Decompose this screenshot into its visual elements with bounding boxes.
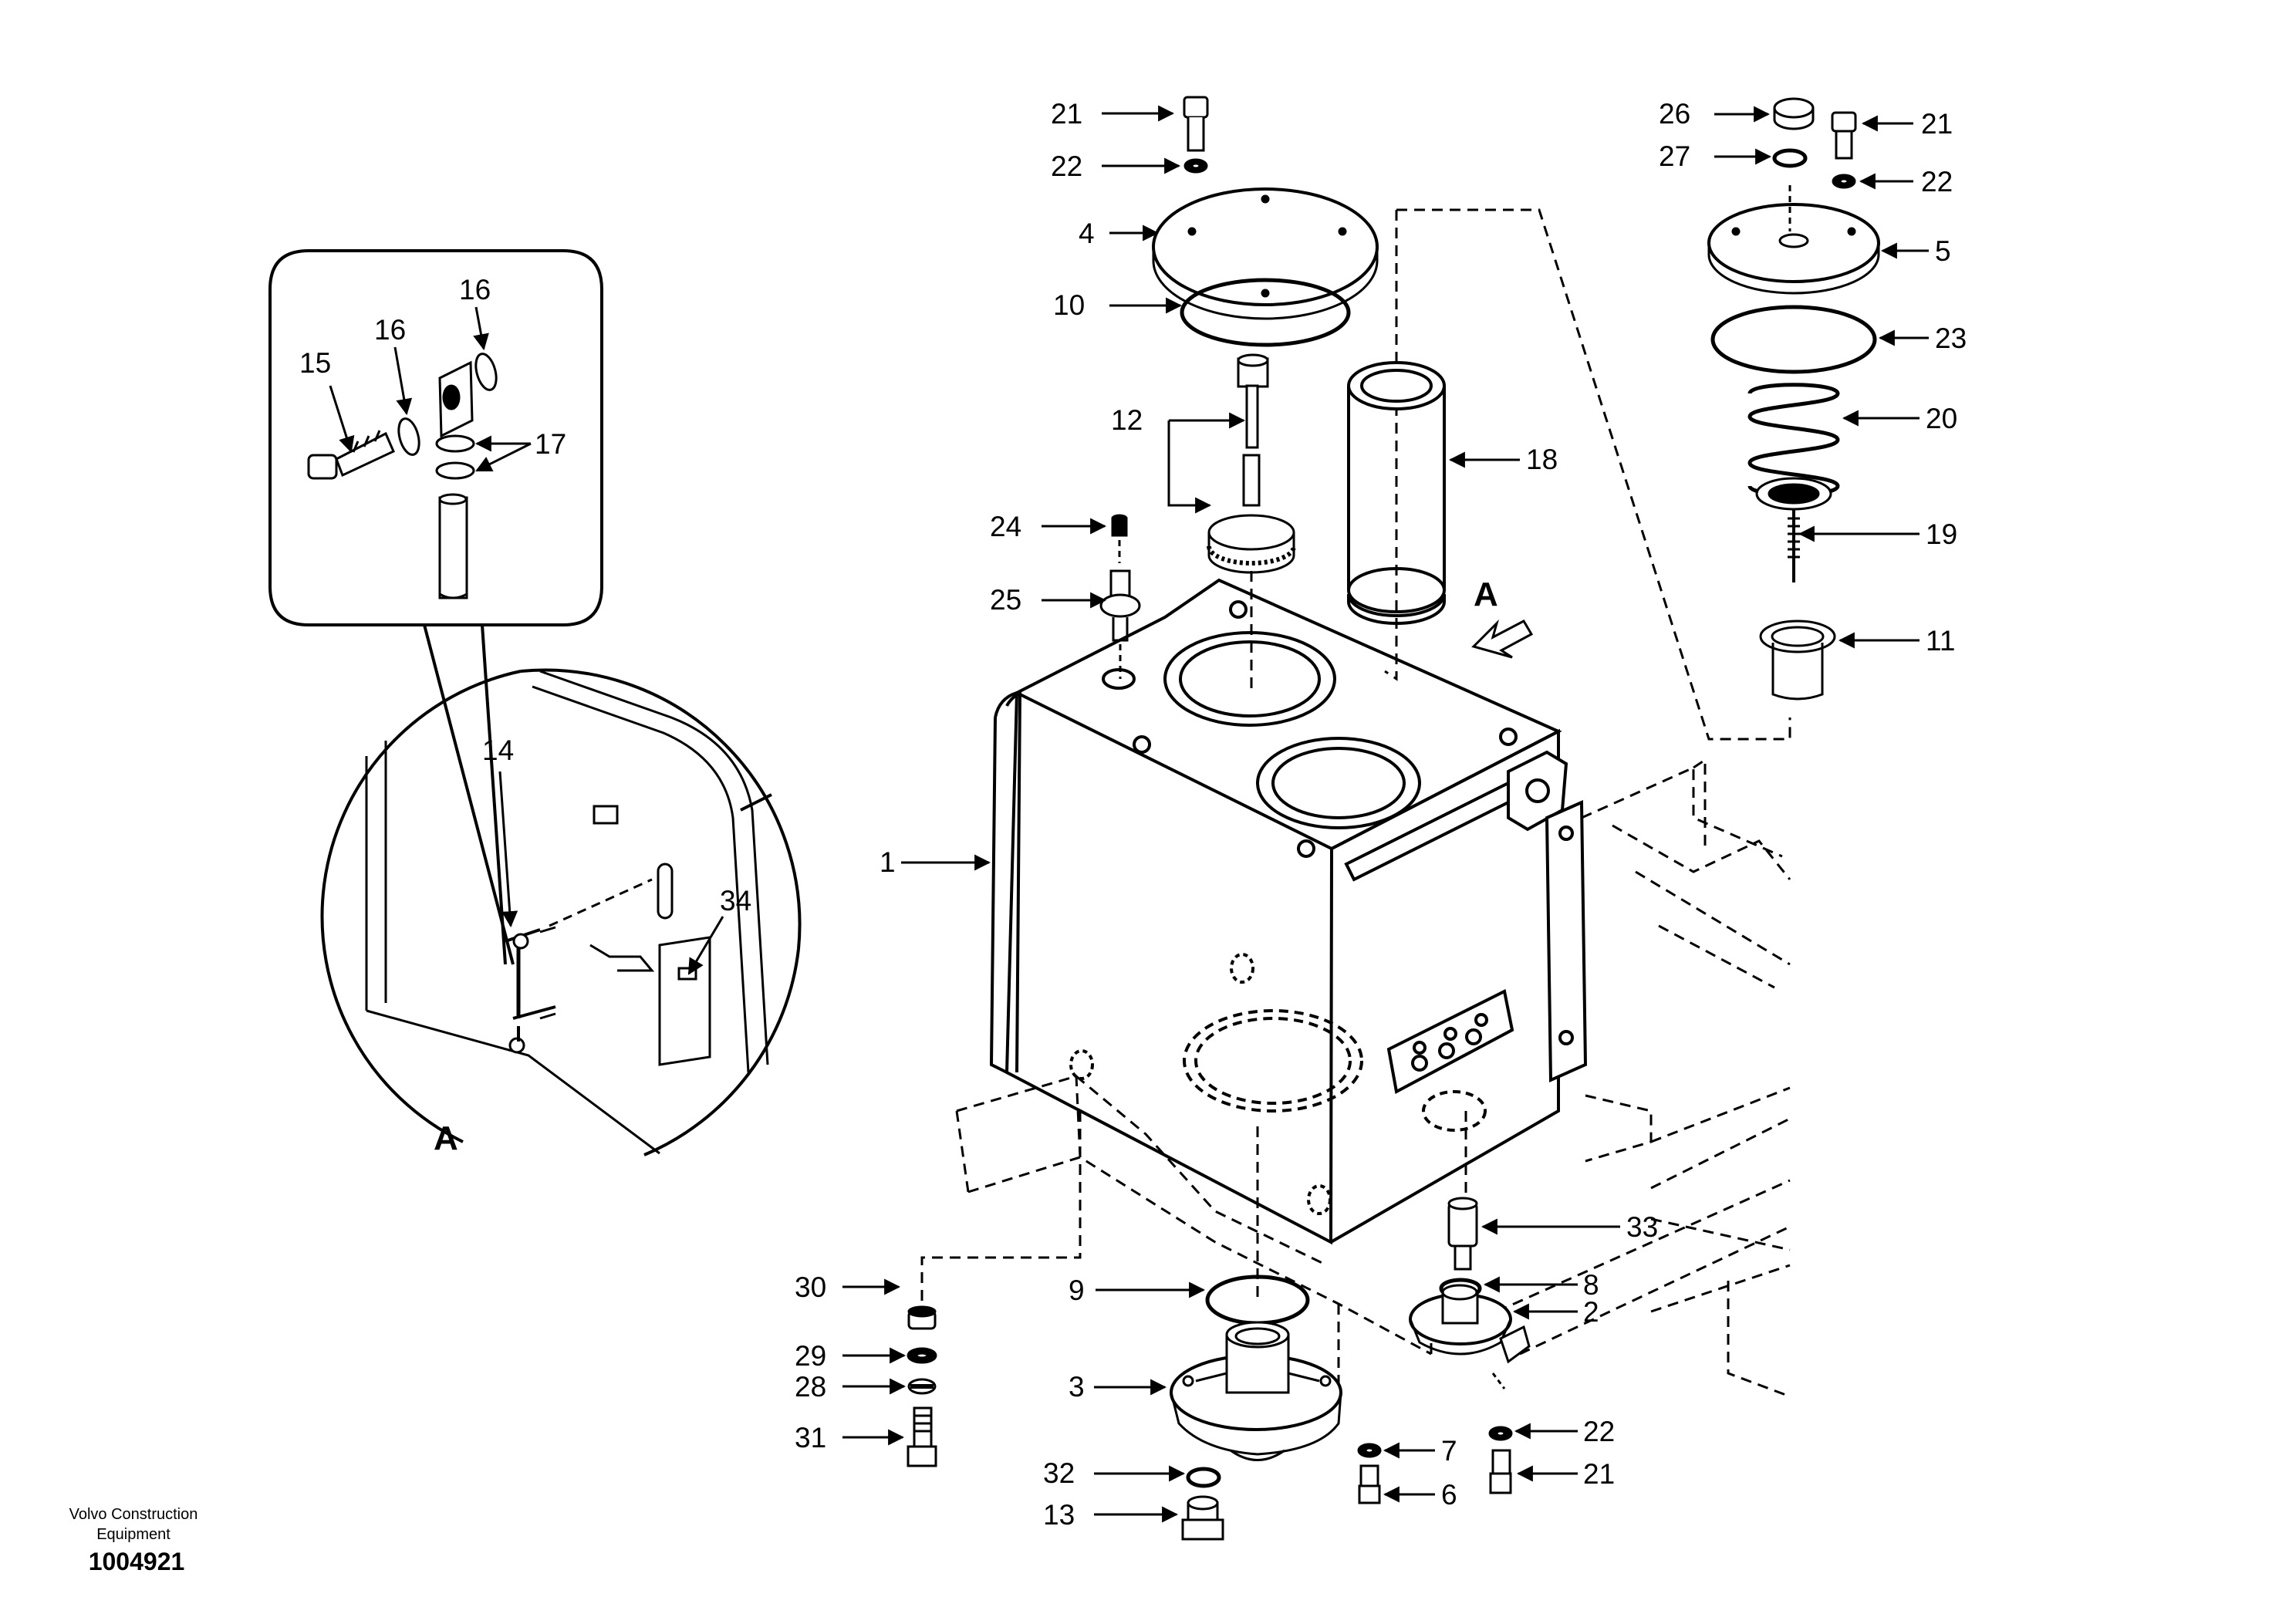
filter-element-18 [1347,361,1446,625]
callout-2: 2 [1583,1296,1599,1328]
callout-6: 6 [1441,1479,1457,1511]
callout-12: 12 [1111,404,1143,436]
callout-18: 18 [1526,444,1558,475]
callout-7: 7 [1441,1435,1457,1467]
callout-26: 26 [1659,98,1690,130]
callout-3: 3 [1069,1371,1085,1403]
callout-32: 32 [1043,1457,1075,1489]
view-a-arrow [1471,619,1534,659]
callout-11: 11 [1926,625,1955,657]
strainer-12 [1207,353,1296,694]
view-marker-a-detail: A [434,1119,458,1157]
cover-4-assembly [1152,96,1379,347]
callout-28: 28 [795,1371,826,1403]
callout-23: 23 [1935,322,1967,354]
view-marker-a-main: A [1474,576,1498,613]
hydraulic-tank [989,578,1588,1245]
callout-14: 14 [482,734,514,766]
brand-name-line1: Volvo Construction [69,1506,198,1523]
detail-view-a [320,668,802,1156]
callout-8: 8 [1583,1269,1599,1301]
callout-21-right: 21 [1921,108,1953,140]
cover-5-assembly [1707,97,1880,701]
callout-labels: 21 22 4 10 12 24 25 18 1 26 27 21 22 5 2… [299,98,1967,1531]
document-number: 1004921 [88,1548,185,1575]
callout-22-right: 22 [1921,166,1953,198]
callout-17: 17 [535,428,566,460]
detail-parts [307,353,498,599]
callout-21: 21 [1051,98,1082,130]
callout-16-right: 16 [459,274,491,306]
callout-33: 33 [1626,1211,1658,1243]
bottom-components [907,1126,1531,1541]
callout-10: 10 [1053,289,1085,321]
brand-name-line2: Equipment [96,1526,171,1543]
callout-31: 31 [795,1422,826,1453]
callout-22: 22 [1051,150,1082,182]
callout-27: 27 [1659,140,1690,172]
leader-arrows [329,105,1929,1523]
callout-24: 24 [990,511,1021,542]
callout-21-lower: 21 [1583,1458,1615,1490]
callout-25: 25 [990,584,1021,616]
callout-1: 1 [880,846,896,878]
breather-24-25 [1099,514,1141,679]
callout-15: 15 [299,347,331,379]
callout-5: 5 [1935,235,1951,267]
callout-19: 19 [1926,518,1957,550]
callout-4: 4 [1079,218,1095,249]
callout-13: 13 [1043,1499,1075,1531]
callout-34: 34 [720,885,751,917]
callout-16-left: 16 [374,314,406,346]
callout-9: 9 [1069,1275,1085,1306]
callout-20: 20 [1926,403,1957,434]
callout-29: 29 [795,1340,826,1372]
callout-22-lower: 22 [1583,1416,1615,1447]
callout-30: 30 [795,1271,826,1303]
